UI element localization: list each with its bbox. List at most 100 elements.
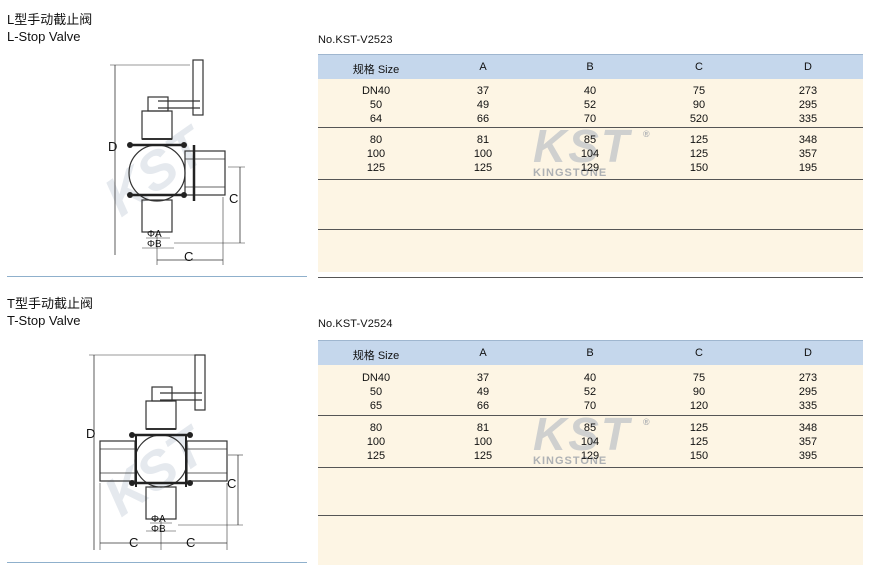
table-watermark-brand: KINGSTONE (533, 455, 608, 467)
header-size: 规格 Size (352, 350, 400, 362)
header-b: B (586, 347, 594, 359)
spec-table-body: KST KINGSTONE ® DN40 37 40 75 273 50 49 … (318, 365, 863, 565)
diagram-label-c-side: C (227, 476, 236, 491)
cell-d: 348 (798, 134, 818, 146)
diagram-label-c-bottom-right: C (186, 535, 195, 550)
cell-c: 120 (689, 400, 709, 412)
group-divider (318, 127, 863, 128)
cell-c: 125 (689, 422, 709, 434)
cell-a: 49 (476, 99, 490, 111)
cell-b: 52 (583, 386, 597, 398)
table-watermark-registered: ® (643, 129, 651, 139)
diagram-watermark-logo: KST (93, 114, 219, 227)
cell-b: 104 (580, 436, 600, 448)
cell-c: 125 (689, 148, 709, 160)
cell-d: 195 (798, 162, 818, 174)
cell-a: 81 (476, 422, 490, 434)
cell-a: 49 (476, 386, 490, 398)
cell-b: 70 (583, 113, 597, 125)
cell-a: 81 (476, 134, 490, 146)
row-divider (318, 515, 863, 516)
spec-table-header: 规格 Size A B C D (318, 340, 863, 366)
cell-c: 150 (689, 162, 709, 174)
header-a: A (479, 61, 487, 73)
cell-c: 125 (689, 436, 709, 448)
cell-d: 295 (798, 99, 818, 111)
cell-size: 125 (366, 162, 386, 174)
cell-size: DN40 (361, 372, 391, 384)
table-watermark-logo: KST (533, 408, 631, 460)
cell-b: 40 (583, 85, 597, 97)
cell-d: 295 (798, 386, 818, 398)
header-c: C (695, 347, 703, 359)
section2-title-en: T-Stop Valve (7, 313, 81, 328)
diagram-label-phi-b: ΦB (147, 239, 162, 250)
diagram-watermark-logo: KST (93, 414, 219, 527)
cell-size: 50 (369, 386, 383, 398)
row-divider (318, 229, 863, 230)
cell-size: 65 (369, 400, 383, 412)
diagram-label-c-bottom-left: C (129, 535, 138, 550)
section-separator (7, 562, 307, 563)
cell-a: 37 (476, 85, 490, 97)
table-watermark-registered: ® (643, 417, 651, 427)
cell-a: 125 (473, 450, 493, 462)
cell-c: 520 (689, 113, 709, 125)
cell-a: 125 (473, 162, 493, 174)
section1-title-cn: L型手动截止阀 (7, 12, 93, 27)
cell-size: DN40 (361, 85, 391, 97)
cell-d: 348 (798, 422, 818, 434)
diagram-label-phi-a: ΦA (151, 514, 166, 525)
table-watermark-brand: KINGSTONE (533, 167, 608, 179)
cell-size: 80 (369, 422, 383, 434)
diagram-label-c-bottom: C (184, 249, 193, 264)
cell-c: 75 (692, 372, 706, 384)
header-size: 规格 Size (352, 64, 400, 76)
cell-c: 150 (689, 450, 709, 462)
l-stop-valve-diagram: KST D C C ΦA ΦB (93, 59, 245, 265)
diagram-label-d: D (86, 426, 95, 441)
cell-b: 85 (583, 134, 597, 146)
row-divider (318, 467, 863, 468)
cell-d: 357 (798, 436, 818, 448)
header-a: A (479, 347, 487, 359)
cell-size: 125 (366, 450, 386, 462)
cell-a: 66 (476, 113, 490, 125)
header-d: D (804, 61, 812, 73)
cell-d: 273 (798, 372, 818, 384)
group-divider (318, 415, 863, 416)
header-d: D (804, 347, 812, 359)
diagram-label-phi-a: ΦA (147, 229, 162, 240)
cell-b: 40 (583, 372, 597, 384)
header-c: C (695, 61, 703, 73)
cell-c: 90 (692, 99, 706, 111)
row-divider (318, 179, 863, 180)
cell-c: 75 (692, 85, 706, 97)
cell-b: 70 (583, 400, 597, 412)
cell-a: 37 (476, 372, 490, 384)
cell-size: 64 (369, 113, 383, 125)
cell-b: 129 (580, 162, 600, 174)
section-separator (7, 276, 307, 277)
cell-size: 100 (366, 148, 386, 160)
cell-d: 273 (798, 85, 818, 97)
spec-table-body: KST KINGSTONE ® DN40 37 40 75 273 50 49 … (318, 79, 863, 278)
row-divider (318, 277, 863, 278)
cell-a: 100 (473, 148, 493, 160)
cell-b: 85 (583, 422, 597, 434)
cell-size: 100 (366, 436, 386, 448)
section2-model-no: No.KST-V2524 (318, 318, 393, 330)
cell-size: 50 (369, 99, 383, 111)
diagram-label-d: D (108, 139, 117, 154)
cell-d: 335 (798, 113, 818, 125)
section1-model-no: No.KST-V2523 (318, 34, 393, 46)
cell-d: 395 (798, 450, 818, 462)
cell-a: 66 (476, 400, 490, 412)
t-stop-valve-diagram: KST D C C C ΦA ΦB (86, 354, 243, 550)
cell-d: 357 (798, 148, 818, 160)
section2-title-cn: T型手动截止阀 (7, 296, 93, 311)
cell-c: 90 (692, 386, 706, 398)
diagram-label-phi-b: ΦB (151, 524, 166, 535)
cell-b: 52 (583, 99, 597, 111)
cell-d: 335 (798, 400, 818, 412)
